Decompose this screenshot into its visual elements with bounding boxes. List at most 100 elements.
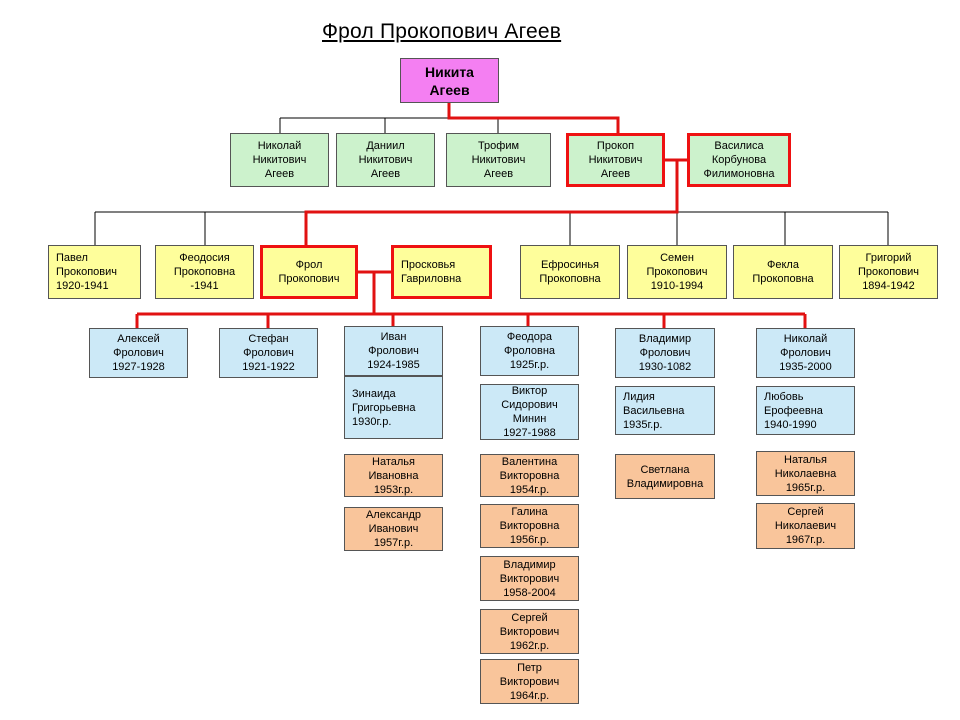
person-efrosinya-prokopovna: Ефросинья Прокоповна bbox=[520, 245, 620, 299]
person-name-line: Валентина bbox=[501, 455, 558, 468]
person-years-line: 1930-1082 bbox=[638, 361, 692, 373]
person-patronymic-line: Николаевна bbox=[774, 467, 837, 480]
person-name-line: Алексей bbox=[117, 333, 160, 345]
person-name-line: Иван bbox=[380, 331, 407, 343]
person-name-line: Любовь bbox=[764, 390, 804, 403]
person-patronymic-line: Иванович bbox=[368, 523, 419, 535]
person-years-line: 1935-2000 bbox=[779, 361, 832, 373]
spouse-lyubov-erofeevna: Любовь Ерофеевна 1940-1990 bbox=[756, 386, 855, 435]
person-patronymic-line: Фролович bbox=[639, 347, 691, 359]
person-years-line: 1964г.р. bbox=[509, 689, 550, 702]
person-prokop-nikitovich: Прокоп Никитович Агеев bbox=[566, 133, 665, 187]
person-galina-viktorovna: Галина Викторовна 1956г.р. bbox=[480, 504, 579, 548]
person-name-line: Владимир bbox=[638, 333, 692, 345]
person-patronymic-line: Филимоновна bbox=[703, 168, 775, 180]
person-patronymic-line: Николаевич bbox=[774, 520, 837, 532]
lineage-frol-to-children bbox=[135, 272, 807, 328]
person-patronymic-line: Викторовна bbox=[499, 469, 560, 482]
person-name-line: Фекла bbox=[767, 259, 799, 271]
person-years-line: 1954г.р. bbox=[509, 483, 550, 496]
person-years-line: -1941 bbox=[190, 280, 219, 292]
person-frol-prokopovich: Фрол Прокопович bbox=[260, 245, 358, 299]
person-years-line: 1953г.р. bbox=[373, 483, 414, 496]
person-aleksei-frolovich: Алексей Фролович 1927-1928 bbox=[89, 328, 188, 378]
person-name-line: Семен bbox=[660, 252, 694, 264]
person-patronymic-line: Васильевна bbox=[623, 404, 685, 417]
person-sergei-nikolaevich: Сергей Николаевич 1967г.р. bbox=[756, 503, 855, 549]
person-patronymic-line: Фролович bbox=[113, 347, 164, 359]
person-name-line: Павел bbox=[56, 252, 88, 264]
person-years-line: 1924-1985 bbox=[367, 359, 420, 371]
person-patronymic-line: Викторович bbox=[499, 675, 560, 688]
person-natalya-ivanovna: Наталья Ивановна 1953г.р. bbox=[344, 454, 443, 497]
lineage-prokop-to-frol bbox=[304, 160, 679, 245]
person-vladimir-viktorovich: Владимир Викторович 1958-2004 bbox=[480, 556, 579, 601]
spouse-zinaida-grigorievna: Зинаида Григорьевна 1930г.р. bbox=[344, 376, 443, 439]
person-nikolai-nikitovich: Николай Никитович Агеев bbox=[230, 133, 329, 187]
person-name-line: Трофим bbox=[477, 140, 520, 152]
person-nikolai-frolovich: Николай Фролович 1935-2000 bbox=[756, 328, 855, 378]
person-patronymic-line: Викторовна bbox=[499, 520, 560, 532]
person-years-line: 1962г.р. bbox=[509, 639, 550, 652]
person-patronymic-line: Прокопович bbox=[56, 266, 117, 278]
person-name-line: Сергей bbox=[511, 611, 548, 624]
person-patronymic-line: Прокопович bbox=[278, 273, 340, 285]
person-feodora-frolovna: Феодора Фроловна 1925г.р. bbox=[480, 326, 579, 376]
person-patronymic-line: Прокоповна bbox=[539, 273, 601, 285]
person-vladimir-frolovich: Владимир Фролович 1930-1082 bbox=[615, 328, 715, 378]
person-years-line: 1920-1941 bbox=[56, 280, 109, 292]
person-name-line: Николай bbox=[257, 140, 302, 152]
person-patronymic-line: Викторович bbox=[499, 572, 560, 585]
person-years-line: 1965г.р. bbox=[785, 481, 826, 494]
person-years-line: 1894-1942 bbox=[862, 280, 915, 292]
person-patronymic-line: Прокоповна bbox=[173, 266, 236, 278]
person-proskovya-gavrilovna: Просковья Гавриловна bbox=[391, 245, 492, 299]
person-name-line: Виктор bbox=[511, 385, 548, 397]
person-surname-line: Агеев bbox=[483, 168, 514, 180]
person-trofim-nikitovich: Трофим Никитович Агеев bbox=[446, 133, 551, 187]
person-name-line: Галина bbox=[511, 506, 548, 518]
person-name-line: Феодосия bbox=[179, 252, 230, 264]
person-name-line: Зинаида bbox=[352, 387, 396, 400]
person-name-line: Лидия bbox=[623, 390, 655, 403]
person-patronymic-line: Сидорович bbox=[501, 399, 558, 411]
person-surname-line: Минин bbox=[512, 413, 547, 425]
person-nikita: Никита Агеев bbox=[400, 58, 499, 103]
person-years-line: 1921-1922 bbox=[242, 361, 295, 373]
person-name-line: Просковья bbox=[401, 259, 456, 271]
person-name-line: Сергей bbox=[787, 506, 824, 518]
person-years-line: 1910-1994 bbox=[650, 280, 704, 292]
person-patronymic-line: Никитович bbox=[471, 154, 526, 166]
person-years-line: 1956г.р. bbox=[509, 534, 550, 546]
person-patronymic-line: Никитович bbox=[358, 154, 413, 166]
person-daniil-nikitovich: Даниил Никитович Агеев bbox=[336, 133, 435, 187]
person-patronymic-line: Гавриловна bbox=[401, 273, 462, 285]
person-semen-prokopovich: Семен Прокопович 1910-1994 bbox=[627, 245, 727, 299]
person-fekla-prokopovna: Фекла Прокоповна bbox=[733, 245, 833, 299]
person-years-line: 1925г.р. bbox=[509, 359, 550, 371]
person-years-line: 1967г.р. bbox=[785, 534, 826, 546]
spouse-lidiya-vasilievna: Лидия Васильевна 1935г.р. bbox=[615, 386, 715, 435]
person-valentina-viktorovna: Валентина Викторовна 1954г.р. bbox=[480, 454, 579, 497]
person-patronymic-line: Владимировна bbox=[626, 477, 704, 490]
person-name-line: Даниил bbox=[366, 140, 405, 152]
person-name-line: Владимир bbox=[503, 558, 556, 571]
spouse-viktor-minin: Виктор Сидорович Минин 1927-1988 bbox=[480, 384, 579, 440]
person-patronymic-line: Никитович bbox=[588, 154, 643, 166]
person-name-line: Наталья bbox=[784, 453, 827, 466]
person-name-line: Фрол bbox=[295, 259, 323, 271]
person-surname-line: Агеев bbox=[264, 168, 295, 180]
person-patronymic-line: Ерофеевна bbox=[764, 404, 823, 417]
person-years-line: 1927-1928 bbox=[112, 361, 165, 373]
person-name-line: Агеев bbox=[429, 81, 470, 98]
person-vasilisa-korbunova: Василиса Корбунова Филимоновна bbox=[687, 133, 791, 187]
person-name-line: Александр bbox=[365, 509, 422, 521]
person-patronymic-line: Ивановна bbox=[368, 469, 419, 482]
person-name-line: Стефан bbox=[248, 333, 289, 345]
person-years-line: 1927-1988 bbox=[503, 427, 556, 439]
person-name-line: Прокоп bbox=[596, 140, 635, 152]
person-natalya-nikolaevna: Наталья Николаевна 1965г.р. bbox=[756, 451, 855, 496]
connector-gen2 bbox=[94, 190, 889, 245]
lineage-root-to-prokop bbox=[447, 103, 620, 133]
person-name-line: Николай bbox=[783, 333, 828, 345]
